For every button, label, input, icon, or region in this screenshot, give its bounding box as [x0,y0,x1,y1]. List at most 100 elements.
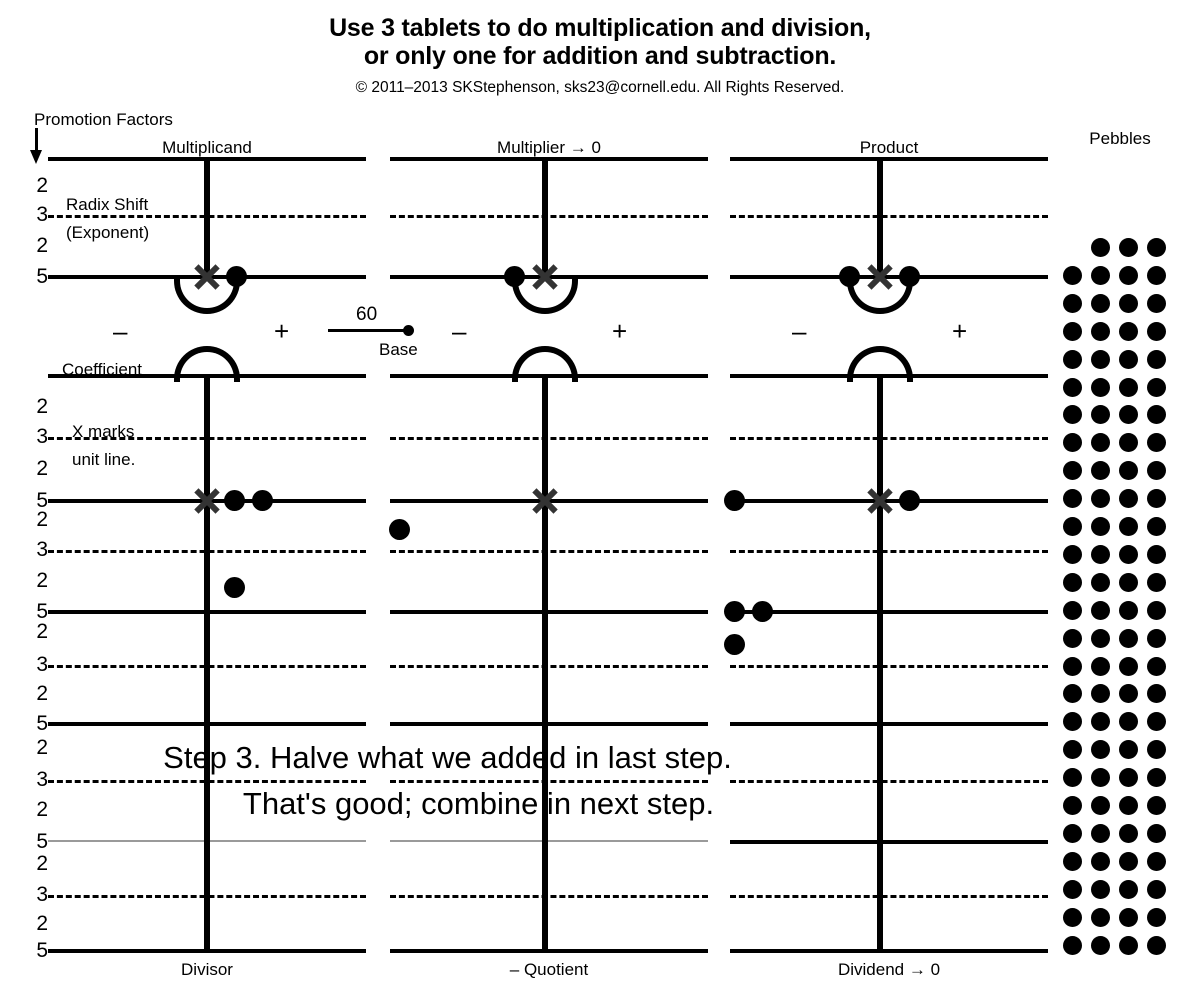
tablet-pebble-10[interactable] [899,490,920,511]
pile-pebble[interactable] [1063,573,1082,592]
pile-pebble[interactable] [1147,796,1166,815]
pile-pebble[interactable] [1063,908,1082,927]
pile-pebble[interactable] [1091,824,1110,843]
pile-pebble[interactable] [1091,573,1110,592]
tablet-pebble-1[interactable] [226,266,247,287]
pile-pebble[interactable] [1147,601,1166,620]
pile-pebble[interactable] [1091,629,1110,648]
pile-pebble[interactable] [1063,266,1082,285]
pile-pebble[interactable] [1063,461,1082,480]
tablet-pebble-11[interactable] [724,601,745,622]
pile-pebble[interactable] [1063,712,1082,731]
pile-pebble[interactable] [1091,740,1110,759]
pile-pebble[interactable] [1119,573,1138,592]
pile-pebble[interactable] [1063,684,1082,703]
pile-pebble[interactable] [1063,433,1082,452]
pile-pebble[interactable] [1119,657,1138,676]
pile-pebble[interactable] [1119,936,1138,955]
pile-pebble[interactable] [1091,350,1110,369]
pile-pebble[interactable] [1091,489,1110,508]
pile-pebble[interactable] [1063,601,1082,620]
pile-pebble[interactable] [1147,517,1166,536]
tablet-pebble-6[interactable] [389,519,410,540]
pile-pebble[interactable] [1119,601,1138,620]
tablet-pebble-9[interactable] [724,490,745,511]
pile-pebble[interactable] [1119,712,1138,731]
pile-pebble[interactable] [1147,433,1166,452]
pile-pebble[interactable] [1063,489,1082,508]
pile-pebble[interactable] [1119,322,1138,341]
pile-pebble[interactable] [1119,740,1138,759]
pile-pebble[interactable] [1063,936,1082,955]
pile-pebble[interactable] [1063,405,1082,424]
pile-pebble[interactable] [1063,545,1082,564]
pile-pebble[interactable] [1091,852,1110,871]
pile-pebble[interactable] [1063,350,1082,369]
pile-pebble[interactable] [1147,266,1166,285]
pile-pebble[interactable] [1119,517,1138,536]
pile-pebble[interactable] [1119,824,1138,843]
pile-pebble[interactable] [1119,629,1138,648]
pile-pebble[interactable] [1091,796,1110,815]
pile-pebble[interactable] [1063,629,1082,648]
tablet-pebble-13[interactable] [724,634,745,655]
pile-pebble[interactable] [1119,461,1138,480]
pile-pebble[interactable] [1147,880,1166,899]
pile-pebble[interactable] [1147,629,1166,648]
pile-pebble[interactable] [1147,322,1166,341]
pile-pebble[interactable] [1063,852,1082,871]
pile-pebble[interactable] [1119,238,1138,257]
tablet-pebble-8[interactable] [899,266,920,287]
pile-pebble[interactable] [1119,545,1138,564]
pile-pebble[interactable] [1119,433,1138,452]
tablet-pebble-12[interactable] [752,601,773,622]
pile-pebble[interactable] [1119,378,1138,397]
tablet-pebble-4[interactable] [224,577,245,598]
pile-pebble[interactable] [1147,405,1166,424]
pile-pebble[interactable] [1147,936,1166,955]
pile-pebble[interactable] [1091,405,1110,424]
pile-pebble[interactable] [1091,712,1110,731]
pile-pebble[interactable] [1147,684,1166,703]
pile-pebble[interactable] [1091,908,1110,927]
pile-pebble[interactable] [1147,489,1166,508]
pile-pebble[interactable] [1091,461,1110,480]
pile-pebble[interactable] [1063,294,1082,313]
pile-pebble[interactable] [1063,768,1082,787]
pile-pebble[interactable] [1147,350,1166,369]
pile-pebble[interactable] [1063,796,1082,815]
pile-pebble[interactable] [1091,936,1110,955]
pile-pebble[interactable] [1063,657,1082,676]
pile-pebble[interactable] [1147,768,1166,787]
pile-pebble[interactable] [1063,517,1082,536]
pile-pebble[interactable] [1119,852,1138,871]
pile-pebble[interactable] [1147,294,1166,313]
pile-pebble[interactable] [1091,266,1110,285]
pile-pebble[interactable] [1147,852,1166,871]
pile-pebble[interactable] [1147,908,1166,927]
pile-pebble[interactable] [1063,322,1082,341]
pile-pebble[interactable] [1147,573,1166,592]
pile-pebble[interactable] [1119,350,1138,369]
pile-pebble[interactable] [1091,517,1110,536]
pile-pebble[interactable] [1063,740,1082,759]
pile-pebble[interactable] [1147,545,1166,564]
tablet-pebble-3[interactable] [252,490,273,511]
pile-pebble[interactable] [1063,378,1082,397]
pile-pebble[interactable] [1091,657,1110,676]
pile-pebble[interactable] [1147,378,1166,397]
pile-pebble[interactable] [1119,908,1138,927]
pile-pebble[interactable] [1063,880,1082,899]
pile-pebble[interactable] [1147,461,1166,480]
pile-pebble[interactable] [1091,433,1110,452]
pile-pebble[interactable] [1091,880,1110,899]
pile-pebble[interactable] [1119,684,1138,703]
pile-pebble[interactable] [1147,740,1166,759]
tablet-pebble-5[interactable] [504,266,525,287]
pile-pebble[interactable] [1119,768,1138,787]
pile-pebble[interactable] [1063,824,1082,843]
pile-pebble[interactable] [1091,238,1110,257]
tablet-pebble-7[interactable] [839,266,860,287]
pile-pebble[interactable] [1147,824,1166,843]
pile-pebble[interactable] [1091,322,1110,341]
